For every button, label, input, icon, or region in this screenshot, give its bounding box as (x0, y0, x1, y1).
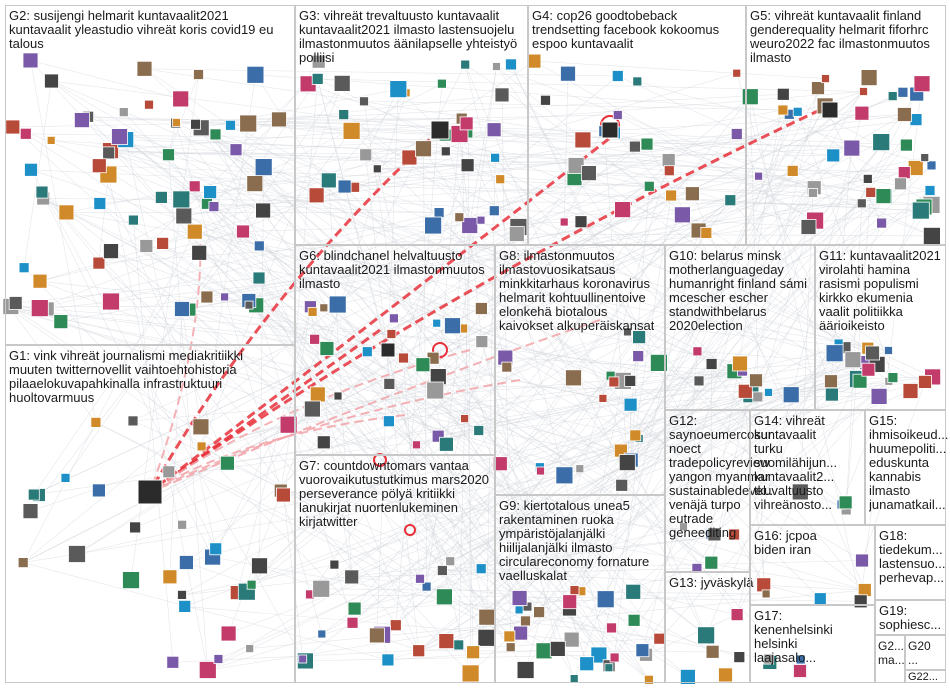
group-label-g3: G3: vihreät trevaltuusto kuntavaalit kun… (299, 9, 517, 65)
group-panel-g14: G14: vihreät kuntavaalit turku suomilähi… (750, 410, 865, 525)
group-label-g8: G8: ilmastonmuutos ilmastovuosikatsaus m… (499, 249, 654, 333)
group-panel-g17: G17: kenenhelsinki helsinki laajasalo... (750, 605, 875, 683)
group-panel-g20: G20 ... (905, 635, 946, 670)
group-panel-g22: G22... (905, 670, 946, 683)
group-label-g2: G2: susijengi helmarit kuntavaalit2021 k… (9, 9, 273, 51)
group-label-g19: G19: sophiesc... (879, 604, 941, 632)
group-label-g13: G13: jyväskylä (669, 576, 754, 590)
group-label-g14: G14: vihreät kuntavaalit turku suomilähi… (754, 414, 837, 512)
group-panel-g19: G19: sophiesc... (875, 600, 946, 635)
group-panel-g15: G15: ihmisoikeud... huumepoliti... edusk… (865, 410, 946, 525)
group-label-g11: G11: kuntavaalit2021 virolahti hamina ra… (819, 249, 941, 333)
group-panel-g2: G2: susijengi helmarit kuntavaalit2021 k… (5, 5, 295, 345)
group-panel-g5: G5: vihreät kuntavaalit finland gendereq… (746, 5, 946, 245)
group-panel-g8: G8: ilmastonmuutos ilmastovuosikatsaus m… (495, 245, 665, 495)
group-label-g6: G6: blindchanel helvaltuusto kuntavaalit… (299, 249, 485, 291)
group-panel-g12: G12: saynoeumercosur noect tradepolicyre… (665, 410, 750, 572)
group-panel-g16: G16: jcpoa biden iran (750, 525, 875, 605)
group-label-g15: G15: ihmisoikeud... huumepoliti... edusk… (869, 414, 948, 512)
group-label-g17: G17: kenenhelsinki helsinki laajasalo... (754, 609, 833, 665)
group-panel-g4: G4: cop26 goodtobeback trendsetting face… (528, 5, 746, 245)
group-panel-g18: G18: tiedekum... lastensuo... perhevap..… (875, 525, 946, 600)
group-panel-g1: G1: vink vihreät journalismi mediakritii… (5, 345, 295, 683)
group-label-g10: G10: belarus minsk motherlanguageday hum… (669, 249, 807, 333)
group-label-g4: G4: cop26 goodtobeback trendsetting face… (532, 9, 719, 51)
group-label-g1: G1: vink vihreät journalismi mediakritii… (9, 349, 243, 405)
group-label-g9: G9: kiertotalous unea5 rakentaminen ruok… (499, 499, 649, 583)
group-panel-g13: G13: jyväskylä (665, 572, 750, 683)
group-panel-g11: G11: kuntavaalit2021 virolahti hamina ra… (815, 245, 946, 410)
group-panel-g10: G10: belarus minsk motherlanguageday hum… (665, 245, 815, 410)
group-label-g5: G5: vihreät kuntavaalit finland gendereq… (750, 9, 930, 65)
group-panel-g6: G6: blindchanel helvaltuusto kuntavaalit… (295, 245, 495, 455)
group-label-g22: G22... (908, 671, 938, 683)
group-label-g20: G20 ... (908, 639, 931, 667)
group-panel-g7: G7: countdowntomars vantaa vuorovaikutus… (295, 455, 495, 683)
group-panel-g3: G3: vihreät trevaltuusto kuntavaalit kun… (295, 5, 528, 245)
group-panel-g9: G9: kiertotalous unea5 rakentaminen ruok… (495, 495, 665, 683)
group-label-g7: G7: countdowntomars vantaa vuorovaikutus… (299, 459, 489, 529)
group-label-g21: G2... ma... (878, 639, 905, 667)
group-label-g18: G18: tiedekum... lastensuo... perhevap..… (879, 529, 946, 585)
group-panel-g21: G2... ma... (875, 635, 905, 683)
group-label-g16: G16: jcpoa biden iran (754, 529, 817, 557)
